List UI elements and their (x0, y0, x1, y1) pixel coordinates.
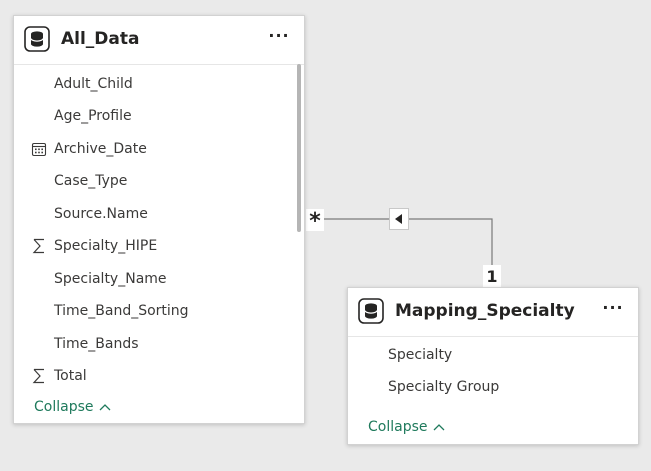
filter-direction-arrow[interactable] (389, 208, 409, 230)
field-label: Age_Profile (54, 108, 132, 124)
table-card-mapping-specialty[interactable]: Mapping_Specialty ··· Specialty Specialt… (347, 287, 639, 445)
calendar-icon (31, 142, 47, 157)
table-card-header[interactable]: Mapping_Specialty ··· (348, 288, 638, 337)
field-label: Specialty Group (388, 379, 500, 395)
field-label: Specialty_HIPE (54, 238, 158, 254)
more-options-button[interactable]: ··· (602, 298, 624, 317)
field-source-name[interactable]: Source.Name (14, 202, 284, 226)
field-time-bands[interactable]: Time_Bands (14, 332, 284, 356)
database-table-icon (24, 26, 50, 52)
field-label: Specialty (388, 347, 453, 363)
field-specialty-group[interactable]: Specialty Group (348, 375, 618, 399)
sigma-icon (32, 368, 44, 384)
field-case-type[interactable]: Case_Type (14, 169, 284, 193)
collapse-button[interactable]: Collapse (34, 398, 112, 416)
cardinality-many-marker: * (306, 209, 324, 234)
chevron-up-icon (99, 404, 110, 411)
field-label: Total (54, 368, 87, 384)
collapse-label: Collapse (34, 399, 94, 415)
field-label: Time_Band_Sorting (54, 303, 189, 319)
table-card-all-data[interactable]: All_Data ··· Adult_Child Age_Profile Arc… (13, 15, 305, 424)
field-age-profile[interactable]: Age_Profile (14, 104, 284, 128)
field-label: Source.Name (54, 206, 148, 222)
field-specialty-hipe[interactable]: Specialty_HIPE (14, 234, 284, 258)
collapse-button[interactable]: Collapse (368, 418, 446, 436)
sigma-icon (32, 238, 44, 254)
table-title: All_Data (61, 29, 140, 49)
field-label: Specialty_Name (54, 271, 167, 287)
more-options-button[interactable]: ··· (268, 26, 290, 45)
field-total[interactable]: Total (14, 364, 284, 388)
scrollbar[interactable] (297, 64, 301, 232)
table-card-header[interactable]: All_Data ··· (14, 16, 304, 65)
chevron-up-icon (433, 424, 444, 431)
field-label: Case_Type (54, 173, 128, 189)
database-table-icon (358, 298, 384, 324)
field-specialty-name[interactable]: Specialty_Name (14, 267, 284, 291)
table-title: Mapping_Specialty (395, 301, 575, 321)
field-label: Time_Bands (54, 336, 139, 352)
collapse-label: Collapse (368, 419, 428, 435)
field-label: Adult_Child (54, 76, 133, 92)
field-adult-child[interactable]: Adult_Child (14, 72, 284, 96)
field-specialty[interactable]: Specialty (348, 343, 618, 367)
field-label: Archive_Date (54, 141, 147, 157)
field-archive-date[interactable]: Archive_Date (14, 137, 284, 161)
field-time-band-sorting[interactable]: Time_Band_Sorting (14, 299, 284, 323)
cardinality-one-marker: 1 (483, 265, 501, 287)
